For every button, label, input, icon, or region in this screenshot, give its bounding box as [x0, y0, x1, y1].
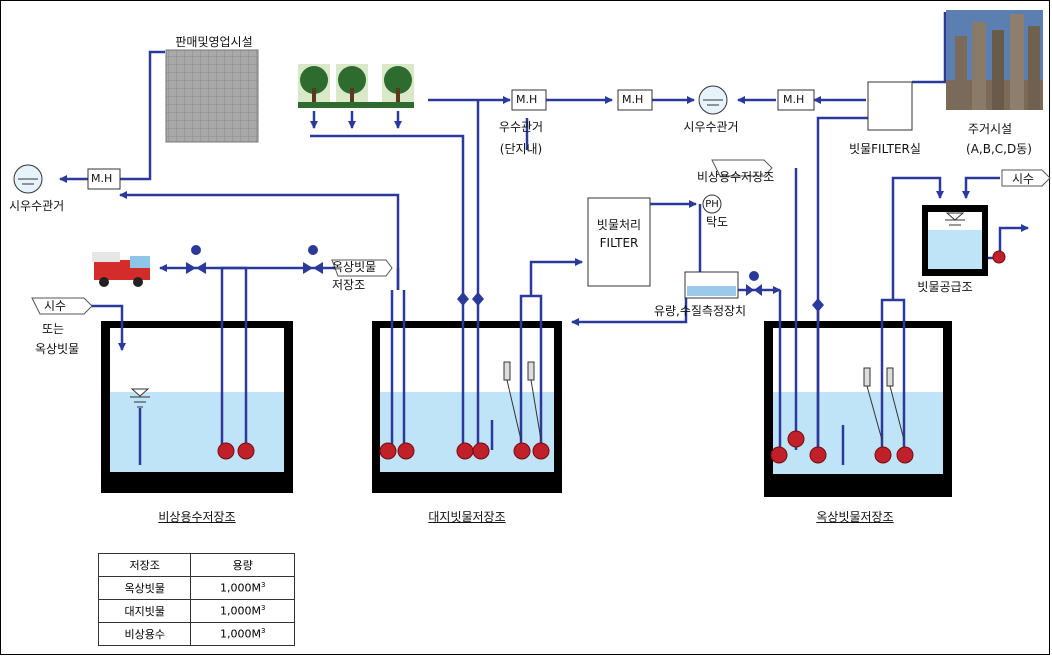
table-header-row: 저장조 용량: [99, 554, 295, 577]
capacity-table: 저장조 용량 옥상빗물 1,000M3 대지빗물 1,000M3 비상용수 1,…: [98, 553, 295, 646]
tree-icon: [298, 64, 414, 108]
table-cell-value: 1,000M3: [191, 623, 295, 646]
residential-label: 주거시설: [968, 122, 1012, 136]
commercial-label: 판매및영업시설: [175, 35, 252, 49]
commercial-building-image: [166, 50, 258, 142]
emergency-tag-label: 비상용수저장조: [697, 170, 774, 184]
tap-water-right-label: 시수: [1012, 172, 1034, 186]
rain-pipe-label: 우수관거: [499, 120, 543, 134]
tap-water-left-label: 시수: [44, 299, 66, 313]
table-cell-value: 1,000M3: [191, 577, 295, 600]
mh-right: M.H: [783, 93, 804, 107]
mh-mid: M.H: [622, 93, 643, 107]
turbidity-label: 탁도: [706, 215, 728, 229]
supply-tank-label: 빗물공급조: [917, 280, 972, 294]
mh-rain: M.H: [516, 93, 537, 107]
table-row: 비상용수 1,000M3: [99, 623, 295, 646]
sewer-left-label: 시우수관거: [9, 199, 64, 213]
or-label: 또는: [42, 322, 64, 336]
filter-room-label: 빗물FILTER실: [849, 142, 921, 156]
table-row: 옥상빗물 1,000M3: [99, 577, 295, 600]
tank-roof-title: 옥상빗물저장조: [816, 510, 893, 524]
flow-meter-water: [687, 286, 736, 296]
table-row: 대지빗물 1,000M3: [99, 600, 295, 623]
roof-tag-label-1: 옥상빗물: [332, 260, 376, 274]
residential-building-image: [946, 10, 1043, 110]
residential-sub-label: (A,B,C,D동): [966, 142, 1032, 156]
table-header-cell: 저장조: [99, 554, 191, 577]
treat-filter-label-1: 빗물처리: [597, 218, 641, 232]
flow-meter-label: 유량,수질측정장치: [654, 304, 746, 318]
table-cell-name: 비상용수: [99, 623, 191, 646]
tank-ground-rainwater: [372, 321, 562, 493]
tag-shapes: [32, 160, 1050, 314]
roof-rain-label: 옥상빗물: [35, 342, 79, 356]
roof-tag-label-2: 저장조: [332, 278, 365, 292]
sewer-mid-label: 시우수관거: [683, 120, 738, 134]
mh-left: M.H: [91, 172, 112, 186]
treat-filter-label-2: FILTER: [600, 236, 639, 250]
tank-ground-title: 대지빗물저장조: [428, 510, 505, 524]
table-header-cell: 용량: [191, 554, 295, 577]
tank-emergency: [101, 321, 293, 493]
ph-label: PH: [705, 198, 719, 212]
table-cell-name: 옥상빗물: [99, 577, 191, 600]
table-cell-name: 대지빗물: [99, 600, 191, 623]
tank-emergency-title: 비상용수저장조: [158, 510, 235, 524]
tank-roof-rainwater: [764, 321, 952, 497]
table-cell-value: 1,000M3: [191, 600, 295, 623]
fire-truck-icon: [92, 252, 150, 287]
rain-pipe-sub-label: (단지내): [500, 142, 542, 156]
